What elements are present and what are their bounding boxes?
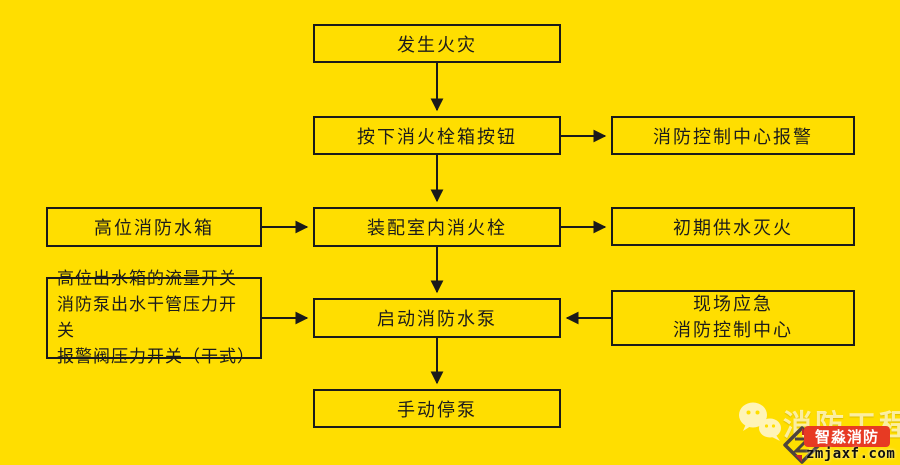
node-press-hydrant-button: 按下消火栓箱按钮 xyxy=(313,116,561,155)
node-onsite-emergency-center: 现场应急 消防控制中心 xyxy=(611,290,855,346)
node-start-fire-pump: 启动消防水泵 xyxy=(313,298,561,338)
emergency-line: 消防控制中心 xyxy=(673,320,793,341)
node-manual-pump-stop: 手动停泵 xyxy=(313,389,561,428)
switch-signal-line: 高位出水箱的流量开关 xyxy=(57,269,237,289)
node-high-level-water-tank: 高位消防水箱 xyxy=(46,207,262,247)
switch-signal-line: 报警阀压力开关（干式） xyxy=(57,347,255,367)
node-switch-signals: 高位出水箱的流量开关 消防泵出水干管压力开关 报警阀压力开关（干式） xyxy=(46,269,262,367)
switch-signal-line: 消防泵出水干管压力开关 xyxy=(57,295,237,341)
brand-name-badge: 智淼消防 xyxy=(804,426,890,447)
node-initial-water-supply: 初期供水灭火 xyxy=(611,207,855,246)
emergency-line: 现场应急 xyxy=(693,294,773,315)
wechat-icon xyxy=(739,402,781,441)
node-control-center-alarm: 消防控制中心报警 xyxy=(611,116,855,155)
node-equip-indoor-hydrant: 装配室内消火栓 xyxy=(313,207,561,247)
node-fire-occurs: 发生火灾 xyxy=(313,24,561,63)
brand-website: zmjaxf.com xyxy=(806,446,896,462)
